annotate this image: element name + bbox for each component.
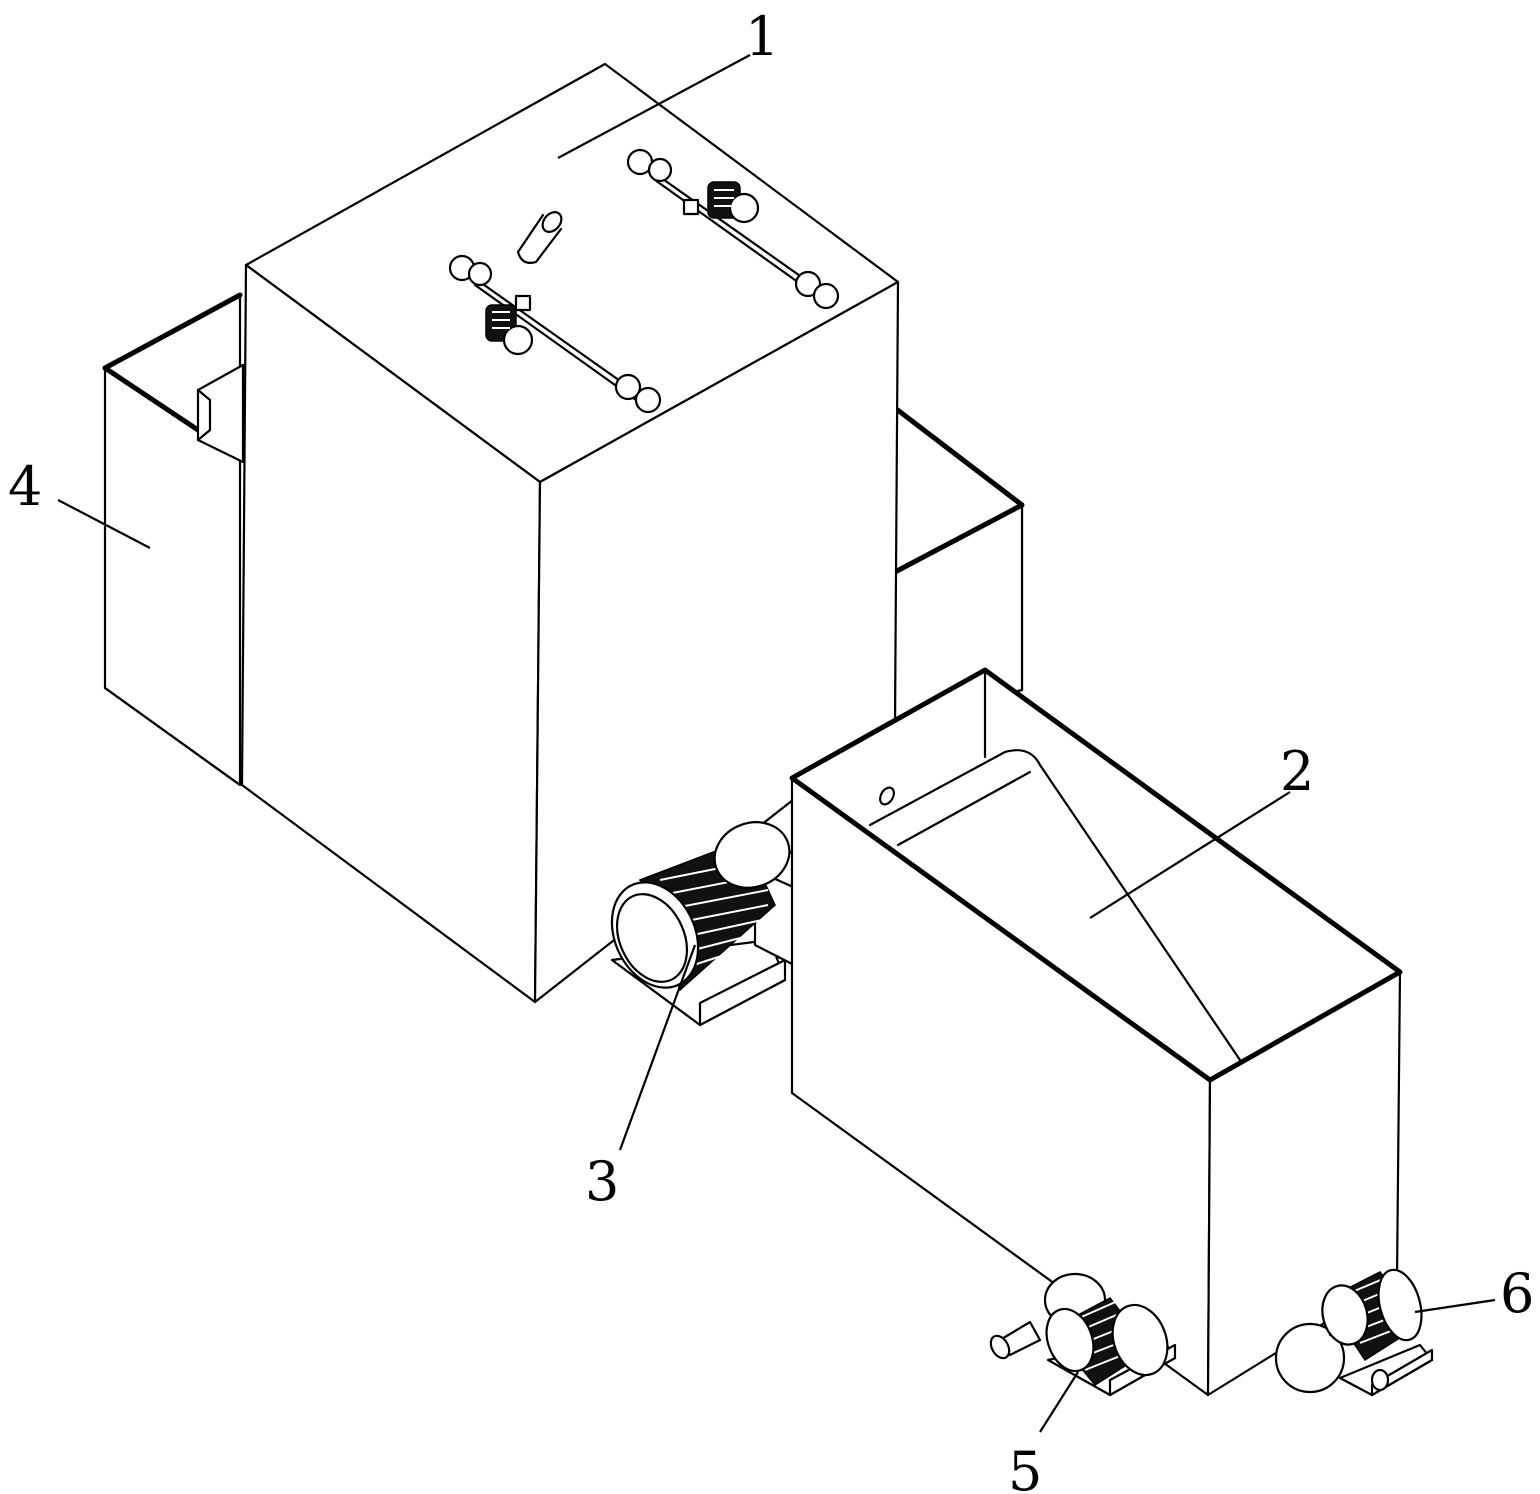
label-2: 2 bbox=[1280, 740, 1314, 803]
label-5: 5 bbox=[1008, 1440, 1042, 1494]
label-3: 3 bbox=[585, 1150, 619, 1213]
leader-1 bbox=[557, 54, 751, 159]
feed-pipe bbox=[516, 211, 563, 264]
label-4: 4 bbox=[8, 455, 42, 518]
stirring-shaft-left bbox=[448, 254, 662, 414]
leader-5 bbox=[1039, 1371, 1079, 1433]
leader-6 bbox=[1414, 1298, 1496, 1314]
leader-3 bbox=[618, 944, 697, 1151]
stirring-shaft-right bbox=[626, 148, 840, 310]
pump-6 bbox=[1274, 1268, 1434, 1397]
label-6: 6 bbox=[1500, 1262, 1534, 1325]
leader-4 bbox=[57, 499, 151, 549]
tank-1 bbox=[240, 62, 900, 1004]
pump-5 bbox=[989, 1272, 1177, 1397]
back-right-tank bbox=[892, 405, 1025, 722]
leader-lines bbox=[57, 54, 1496, 1433]
leader-2 bbox=[1089, 791, 1291, 919]
label-1: 1 bbox=[745, 5, 779, 68]
